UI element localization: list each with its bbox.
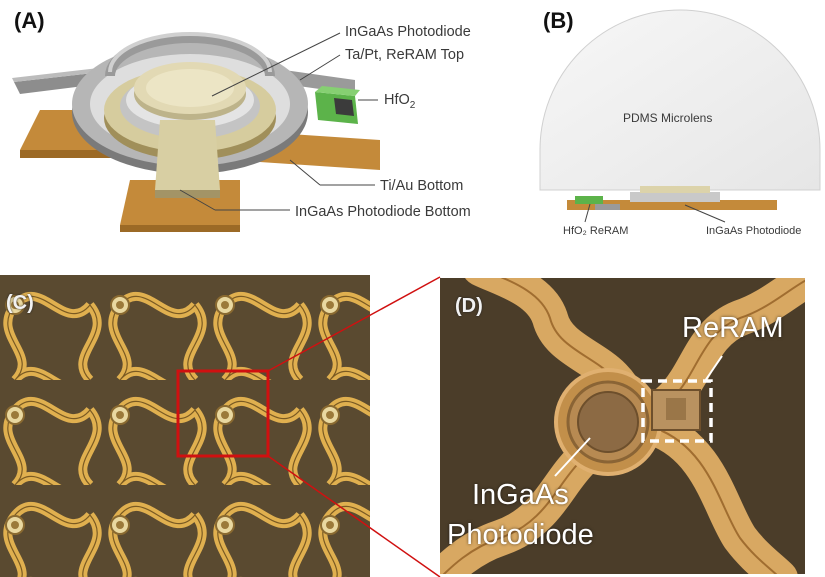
panel-a-letter: (A) [14, 8, 45, 33]
label-pdms-microlens: PDMS Microlens [623, 111, 713, 125]
label-ingaas-photodiode: InGaAs Photodiode [345, 24, 471, 40]
highlight-box [176, 369, 270, 458]
panel-c-micrograph [0, 275, 370, 577]
label-reram: ReRAM [682, 312, 784, 344]
label-ta-pt-reram-top: Ta/Pt, ReRAM Top [345, 47, 465, 63]
panel-d-letter: (D) [455, 295, 483, 317]
label-ingaas-photodiode-bottom: InGaAs Photodiode Bottom [295, 204, 471, 220]
label-ti-au-bottom: Ti/Au Bottom [380, 178, 464, 194]
label-hfo2-base: HfO [384, 92, 410, 108]
panel-d-micrograph [440, 278, 805, 574]
panel-a-device-illustration [12, 32, 380, 232]
label-hfo2-reram: HfO₂ ReRAM [563, 225, 629, 237]
reram-dashed-box [641, 379, 713, 443]
label-hfo2: HfO2 [384, 92, 415, 111]
panel-c-letter: (C) [6, 292, 34, 314]
label-b-ingaas-photodiode: InGaAs Photodiode [706, 225, 802, 237]
panel-b-letter: (B) [543, 8, 574, 33]
label-hfo2-sub: 2 [409, 99, 416, 111]
panel-b-microlens-illustration [539, 9, 821, 223]
label-d-photodiode: Photodiode [447, 519, 594, 551]
label-d-ingaas: InGaAs [472, 479, 569, 511]
